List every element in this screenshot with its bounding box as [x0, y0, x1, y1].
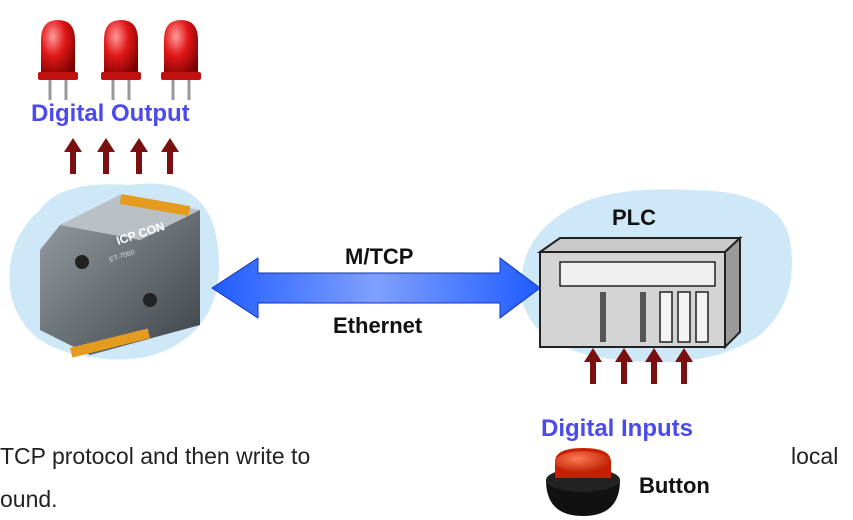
- output-arrows: [64, 138, 179, 174]
- led-icon: [161, 20, 201, 100]
- protocol-label: M/TCP: [345, 244, 414, 269]
- io-module-icon: ICP CON ET-7060: [40, 193, 200, 358]
- body-text-line1-left: TCP protocol and then write to: [0, 443, 311, 469]
- body-text-line1-right: local: [791, 443, 839, 469]
- button-icon: [546, 448, 620, 516]
- body-text-line2: ound.: [0, 486, 58, 512]
- ethernet-label: Ethernet: [333, 313, 423, 338]
- digital-inputs-label: Digital Inputs: [541, 415, 693, 442]
- led-icon: [38, 20, 78, 100]
- ethernet-link-arrow: [211, 257, 541, 319]
- plc-label: PLC: [612, 205, 656, 230]
- button-label: Button: [639, 473, 710, 498]
- digital-output-label: Digital Output: [31, 100, 190, 127]
- plc-icon: [536, 235, 743, 350]
- led-icon: [101, 20, 141, 100]
- input-arrows: [584, 348, 693, 384]
